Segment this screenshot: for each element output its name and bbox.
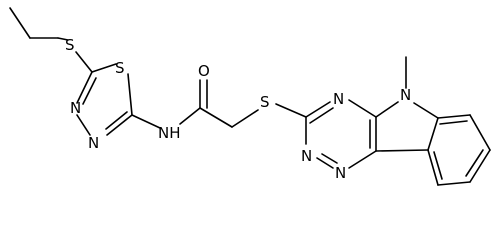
bond-benz-1-double — [439, 120, 468, 125]
bond-c2-n3 — [106, 114, 133, 136]
atom-n-ring-a: N — [70, 99, 81, 117]
bond-n3-n4 — [76, 114, 91, 136]
atom-o-carbonyl: O — [198, 62, 210, 80]
atom-s-linker: S — [260, 93, 270, 111]
bond-c2-n3-double — [105, 111, 128, 130]
atom-n-ring-b: N — [88, 134, 99, 152]
bond-nbot-nmid-double — [321, 153, 338, 164]
bond-ch2-s — [57, 37, 69, 41]
bond-sring-c2 — [127, 73, 133, 116]
bond-benz-3 — [469, 149, 491, 183]
bond-ntop-c4a — [348, 99, 377, 118]
atom-n-indole: N — [400, 86, 411, 104]
bond-ch2-slink — [231, 109, 259, 128]
bond-c5-sring — [91, 63, 117, 73]
bond-c3-ntop — [305, 101, 331, 118]
bond-c2-nh — [131, 114, 161, 129]
atom-n-amide: NH — [158, 124, 181, 142]
bond-nbot-nmid — [316, 157, 334, 169]
bond-benz-1 — [437, 114, 471, 119]
atom-s-ethyl: S — [65, 36, 75, 54]
bond-n4-c5-double — [82, 77, 97, 105]
bond-slink-c3 — [275, 103, 307, 118]
bond-benz-4 — [437, 181, 471, 186]
bond-c9b-c9a — [375, 149, 429, 152]
bond-c-c — [427, 117, 439, 151]
atom-n-triazine-top: N — [333, 90, 344, 108]
bond-benz-2 — [469, 114, 491, 151]
bond-c4a-nindole — [375, 101, 399, 118]
bonds — [9, 7, 491, 186]
bond-benz-5-double — [433, 151, 443, 180]
bond-s-c5 — [75, 51, 93, 73]
bond-c3-ntop-double — [309, 107, 334, 124]
atom-s-ring: S — [115, 59, 125, 77]
atom-n-triazine-mid: N — [301, 147, 312, 165]
atom-labels: S S N N NH O S N N N N — [65, 36, 411, 182]
structure-drawing: S S N N NH O S N N N N — [9, 7, 491, 186]
molecule-diagram: S S N N NH O S N N N N — [9, 7, 491, 186]
atom-n-triazine-bottom: N — [335, 164, 346, 182]
bond-c9b-nbot — [348, 150, 377, 169]
bond-nindole-c — [413, 102, 439, 119]
bond-benz-5 — [427, 149, 439, 186]
bond-benz-3-double — [465, 149, 484, 177]
bond-co-ch2 — [199, 107, 233, 128]
bond-n4-c5 — [76, 71, 93, 104]
bond-nh-co — [179, 107, 201, 125]
bond-ethyl-ch3 — [9, 7, 31, 39]
